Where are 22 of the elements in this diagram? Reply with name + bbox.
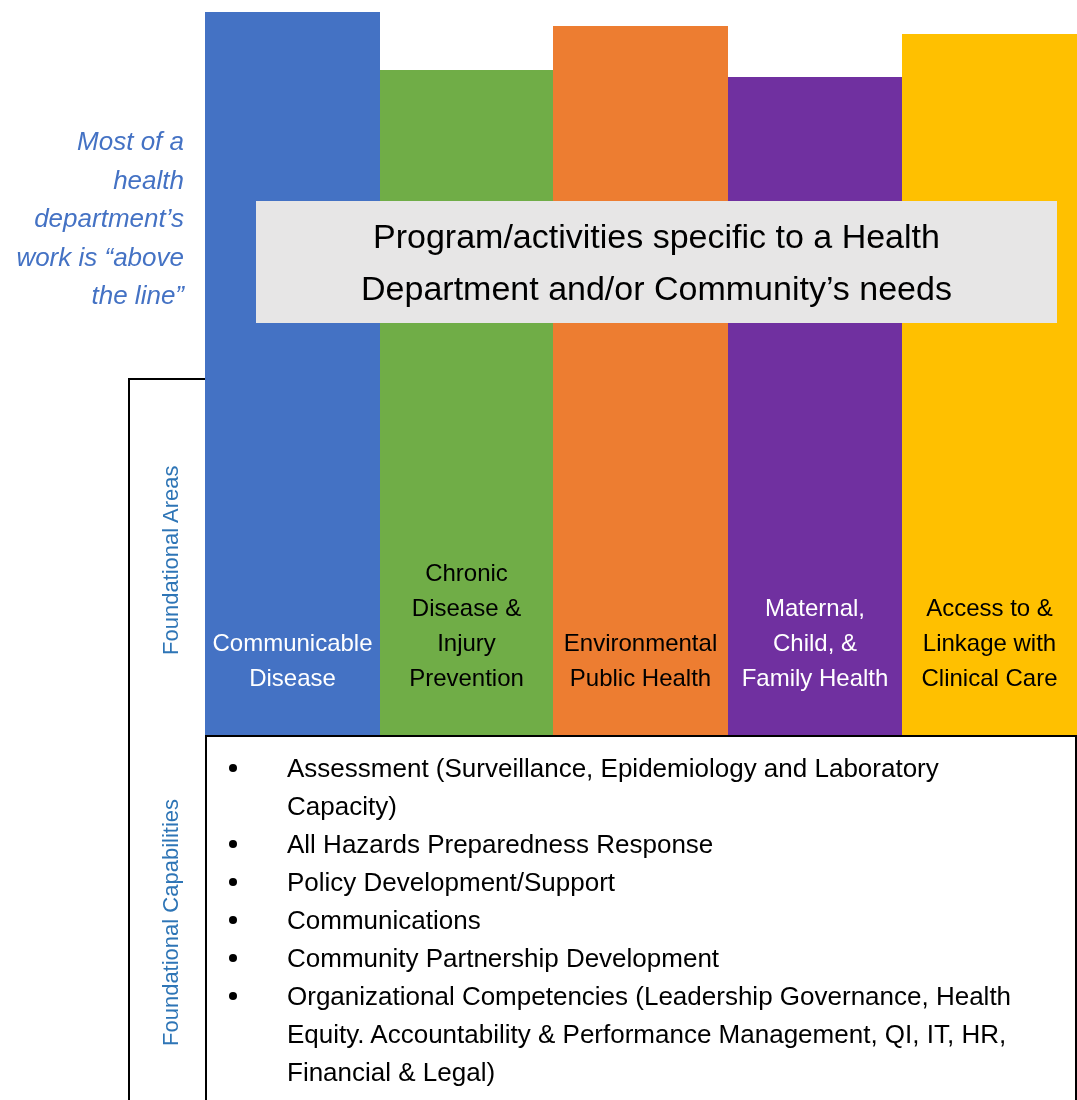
column-label: Communicable Disease	[212, 628, 373, 693]
bullet-item: Organizational Competencies (Leadership Governance, Health Equity. Accountability & Performance Management, QI, IT, HR, Financial & Legal)	[287, 981, 1012, 1087]
vertical-label: Foundational Capabilities	[158, 797, 184, 1049]
side-note: Most of a health department’s work is “above the line”	[15, 125, 184, 312]
pillar-column	[380, 323, 553, 735]
capabilities-box	[205, 735, 1077, 1100]
bullet-item: Communications	[287, 905, 481, 935]
column-label: Maternal, Child, & Family Health	[740, 593, 890, 693]
bullet-item: Community Partnership Development	[287, 943, 720, 973]
bullet-item: Policy Development/Support	[287, 867, 616, 897]
column-label: Environmental Public Health	[563, 628, 718, 693]
column-label: Chronic Disease & Injury Prevention	[408, 558, 525, 693]
pillar-column	[902, 323, 1077, 735]
pillar-column	[728, 323, 902, 735]
vertical-label: Foundational Areas	[158, 464, 184, 657]
bullet-item: Assessment (Surveillance, Epidemiology and Laboratory Capacity)	[287, 753, 939, 821]
column-label: Access to & Linkage with Clinical Care	[920, 593, 1059, 693]
bullet-item: All Hazards Preparedness Response	[287, 829, 714, 859]
pillar-column	[553, 323, 728, 735]
banner-text: Program/activities specific to a Health Department and/or Community’s needs	[360, 216, 953, 309]
pillar-column	[205, 323, 380, 735]
banner-box	[256, 201, 1057, 323]
